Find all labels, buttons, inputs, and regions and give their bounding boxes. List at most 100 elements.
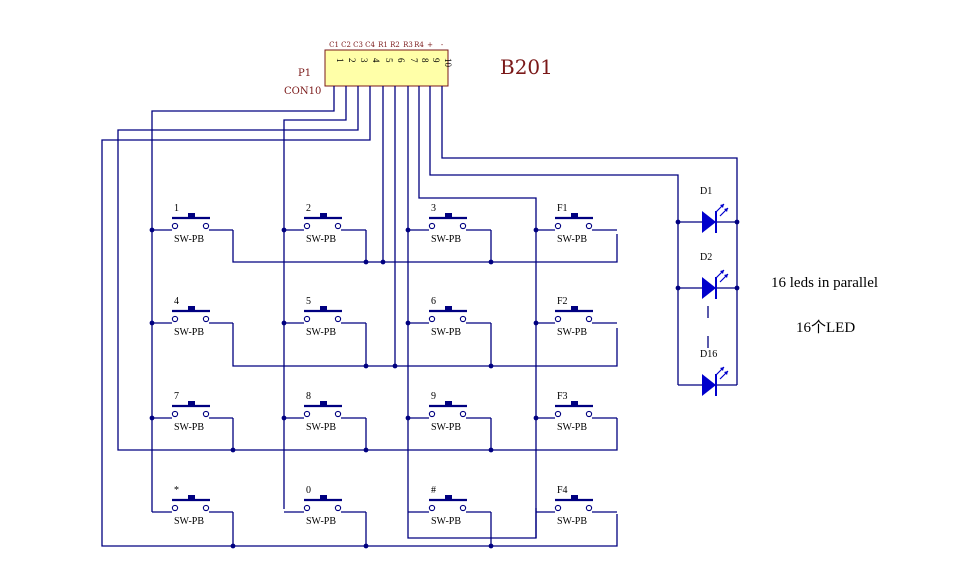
junction-dot (363, 543, 369, 549)
switch-contact (334, 504, 342, 512)
wire (429, 86, 679, 385)
switch-plunger (445, 213, 452, 218)
switch-*: *SW-PB (152, 485, 233, 527)
switch-contact (554, 222, 562, 230)
switch-plunger (320, 495, 327, 500)
junction-dot (734, 285, 740, 291)
switch-contact (428, 504, 436, 512)
switch-plunger (445, 306, 452, 311)
switch-type-label: SW-PB (306, 327, 336, 338)
switch-key-label: 2 (306, 203, 311, 214)
switch-type-label: SW-PB (306, 516, 336, 527)
junction-dot (230, 543, 236, 549)
switch-contact (202, 315, 210, 323)
switch-key-label: F3 (557, 391, 568, 402)
pin-label: + (427, 41, 433, 49)
wire (232, 230, 618, 263)
pin-label: C2 (341, 41, 351, 49)
switch-key-label: # (431, 485, 436, 496)
junction-dot (380, 259, 386, 265)
wire (232, 323, 618, 367)
switch-type-label: SW-PB (557, 422, 587, 433)
pin-number: 6 (396, 58, 406, 63)
wire (101, 86, 618, 547)
switch-key-label: 8 (306, 391, 311, 402)
switch-plunger (188, 495, 195, 500)
connector-body (324, 49, 449, 87)
switch-type-label: SW-PB (174, 516, 204, 527)
junction-dot (363, 447, 369, 453)
switch-contact (585, 315, 593, 323)
switch-plunger (445, 495, 452, 500)
led-label: D16 (700, 349, 717, 360)
wire (117, 86, 618, 451)
switch-contact (459, 410, 467, 418)
pin-number: 1 (335, 58, 345, 63)
junction-dot (488, 259, 494, 265)
switch-contact (459, 222, 467, 230)
led-arrowhead (724, 208, 728, 212)
led-triangle (702, 277, 716, 299)
switch-plunger (571, 213, 578, 218)
pin-number: 9 (431, 58, 441, 63)
switch-contact (171, 410, 179, 418)
junction-dot (675, 285, 681, 291)
switch-5: 5SW-PB (284, 296, 366, 338)
switch-contact (585, 222, 593, 230)
wire (407, 86, 537, 539)
switch-contact (459, 504, 467, 512)
pin-label: - (441, 41, 444, 49)
switch-contact (334, 410, 342, 418)
switch-2: 2SW-PB (284, 203, 366, 245)
led-label: D2 (700, 252, 712, 263)
switch-plunger (320, 401, 327, 406)
junction-dot (675, 219, 681, 225)
pin-label: C4 (365, 41, 375, 49)
switch-plunger (188, 306, 195, 311)
switch-1: 1SW-PB (152, 203, 233, 245)
switch-contact (202, 222, 210, 230)
switch-contact (303, 222, 311, 230)
pin-number: 8 (420, 58, 430, 63)
led-arrowhead (724, 371, 728, 375)
switch-contact (171, 315, 179, 323)
switch-plunger (571, 495, 578, 500)
junction-dot (392, 363, 398, 369)
led-note-english: 16 leds in parallel (771, 275, 878, 291)
switch-contact (202, 504, 210, 512)
switch-contact (459, 315, 467, 323)
led-label: D1 (700, 186, 712, 197)
switch-4: 4SW-PB (152, 296, 233, 338)
switch-type-label: SW-PB (174, 234, 204, 245)
switch-plunger (188, 213, 195, 218)
switch-plunger (320, 306, 327, 311)
pin-label: R4 (414, 41, 424, 49)
switch-6: 6SW-PB (408, 296, 491, 338)
switch-3: 3SW-PB (408, 203, 491, 245)
switch-8: 8SW-PB (284, 391, 366, 433)
switch-type-label: SW-PB (306, 234, 336, 245)
switch-contact (202, 410, 210, 418)
connector-part: CON10 (284, 86, 321, 97)
led-diode: D16 (700, 349, 729, 396)
switch-type-label: SW-PB (174, 422, 204, 433)
switch-type-label: SW-PB (431, 234, 461, 245)
switch-key-label: 0 (306, 485, 311, 496)
switch-key-label: 4 (174, 296, 179, 307)
switch-plunger (571, 306, 578, 311)
switch-key-label: 3 (431, 203, 436, 214)
pin-label: C1 (329, 41, 339, 49)
switch-7: 7SW-PB (152, 391, 233, 433)
switch-contact (554, 315, 562, 323)
switch-contact (334, 315, 342, 323)
led-arrowhead (720, 204, 724, 208)
switch-type-label: SW-PB (306, 422, 336, 433)
pin-number: 3 (359, 58, 369, 63)
